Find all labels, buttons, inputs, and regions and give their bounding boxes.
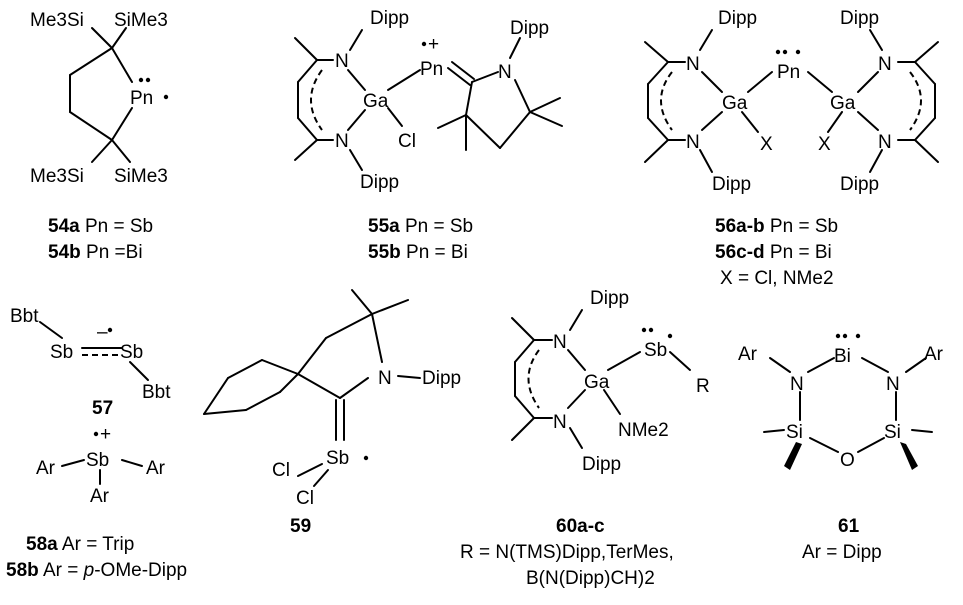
caption-57: 57 — [92, 398, 113, 419]
caption-55a: 55a Pn = Sb — [368, 216, 473, 237]
n-atom-label: N — [498, 62, 512, 83]
n-atom-label: N — [686, 132, 700, 153]
compound-58: Ar Sb + Ar Ar 58a Ar = Trip 58b Ar = p-O… — [6, 424, 187, 581]
dipp-label: Dipp — [840, 174, 879, 195]
n-atom-label: N — [553, 332, 567, 353]
ga-atom-label: Ga — [584, 372, 610, 393]
sb-atom-label: Sb — [326, 448, 349, 469]
sime3-label: SiMe3 — [114, 10, 168, 31]
charge-plus: + — [428, 34, 439, 55]
caption-61-ar: Ar = Dipp — [802, 542, 882, 563]
n-atom-label: N — [335, 131, 349, 152]
dipp-label: Dipp — [712, 174, 751, 195]
ga-atom-label: Ga — [363, 91, 389, 112]
n-atom-label: N — [886, 374, 900, 395]
bi-atom-label: Bi — [834, 346, 851, 367]
si-atom-label: Si — [884, 422, 901, 443]
ga-atom-label: Ga — [830, 93, 856, 114]
caption-58b: 58b Ar = p-OMe-Dipp — [6, 560, 187, 581]
compound-56: Dipp N Ga X N Dipp Pn Dipp N Ga X N Dipp… — [644, 8, 939, 289]
compound-59: N Dipp Sb Cl Cl 59 — [203, 289, 461, 537]
dipp-label: Dipp — [590, 288, 629, 309]
ar-label: Ar — [146, 458, 166, 479]
me3si-label: Me3Si — [30, 10, 84, 31]
bbt-label: Bbt — [10, 306, 39, 327]
x-atom-label: X — [760, 134, 773, 155]
caption-56c-d: 56c-d Pn = Bi — [715, 242, 832, 263]
dipp-label: Dipp — [582, 454, 621, 475]
ar-label: Ar — [924, 344, 944, 365]
dipp-label: Dipp — [360, 172, 399, 193]
dipp-label: Dipp — [840, 8, 879, 29]
sb-atom-label: Sb — [120, 342, 143, 363]
me3si-label: Me3Si — [30, 166, 84, 187]
caption-58a: 58a Ar = Trip — [26, 534, 134, 555]
caption-54a: 54a Pn = Sb — [48, 216, 153, 237]
bbt-label: Bbt — [142, 382, 171, 403]
compound-57: Bbt Sb Sb – Bbt 57 — [10, 306, 171, 419]
caption-59: 59 — [290, 516, 311, 537]
n-atom-label: N — [335, 51, 349, 72]
dipp-label: Dipp — [370, 8, 409, 29]
n-atom-label: N — [878, 54, 892, 75]
sime3-label: SiMe3 — [114, 166, 168, 187]
n-atom-label: N — [686, 54, 700, 75]
nme2-label: NMe2 — [618, 420, 669, 441]
pn-atom-label: Pn — [420, 59, 443, 80]
n-atom-label: N — [553, 412, 567, 433]
caption-60-r: R = N(TMS)Dipp,TerMes, — [460, 542, 674, 563]
caption-55b: 55b Pn = Bi — [368, 242, 468, 263]
n-atom-label: N — [378, 368, 392, 389]
ar-label: Ar — [36, 458, 56, 479]
caption-56-x: X = Cl, NMe2 — [720, 268, 834, 289]
charge-minus: – — [97, 322, 108, 343]
si-atom-label: Si — [786, 422, 803, 443]
caption-56a-b: 56a-b Pn = Sb — [715, 216, 838, 237]
sb-atom-label: Sb — [50, 342, 73, 363]
sb-atom-label: Sb — [644, 340, 667, 361]
o-atom-label: O — [840, 450, 855, 471]
pn-atom-label: Pn — [130, 88, 153, 109]
ga-atom-label: Ga — [722, 93, 748, 114]
dipp-label: Dipp — [422, 368, 461, 389]
caption-61: 61 — [838, 516, 860, 537]
cl-atom-label: Cl — [398, 131, 416, 152]
ar-label: Ar — [90, 486, 110, 507]
caption-60-r2: B(N(Dipp)CH)2 — [526, 568, 655, 589]
x-atom-label: X — [818, 134, 831, 155]
charge-plus: + — [100, 424, 111, 445]
compound-54: Me3Si SiMe3 Pn Me3Si SiMe3 54a Pn = Sb 5… — [30, 10, 169, 263]
compound-55: Dipp N Ga N Cl Dipp Pn + N Dipp 55a Pn =… — [294, 8, 563, 263]
dipp-label: Dipp — [718, 8, 757, 29]
n-atom-label: N — [790, 374, 804, 395]
ar-label: Ar — [738, 344, 758, 365]
dipp-label: Dipp — [510, 18, 549, 39]
sb-atom-label: Sb — [86, 450, 109, 471]
compound-60: Dipp N Ga Sb R N NMe2 Dipp 60a-c R = N(T… — [460, 288, 710, 589]
caption-54b: 54b Pn =Bi — [48, 242, 143, 263]
n-atom-label: N — [878, 132, 892, 153]
compound-61: Ar N Bi N Ar Si O Si 61 Ar = Dipp — [738, 333, 944, 563]
caption-60a-c: 60a-c — [556, 516, 605, 537]
cl-atom-label: Cl — [272, 460, 290, 481]
r-label: R — [696, 376, 710, 397]
pn-atom-label: Pn — [777, 62, 800, 83]
cl-atom-label: Cl — [296, 488, 314, 509]
